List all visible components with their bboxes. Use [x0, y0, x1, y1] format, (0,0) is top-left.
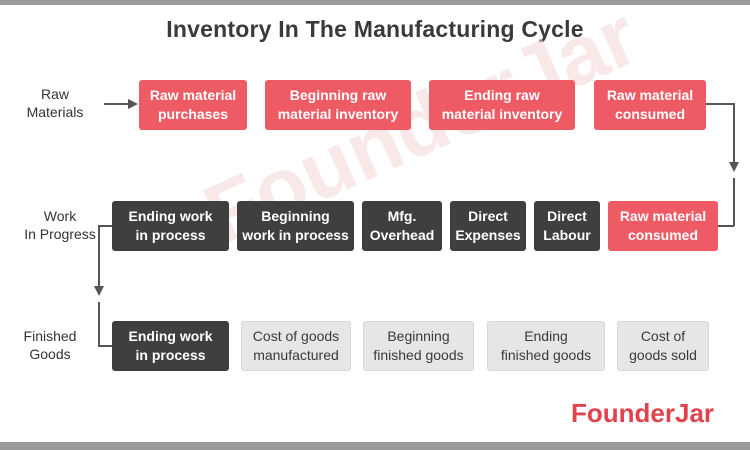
box-mfg-overhead: Mfg. Overhead [362, 201, 442, 251]
row-label-work-in-progress: Work In Progress [24, 208, 96, 242]
row-label-raw-materials: Raw Materials [26, 86, 84, 120]
box-ending-finished-goods: Ending finished goods [487, 321, 605, 371]
diagram-title: Inventory In The Manufacturing Cycle [166, 16, 584, 42]
box-direct-expenses: Direct Expenses [450, 201, 526, 251]
top-border [0, 0, 750, 5]
box-beginning-finished-goods: Beginning finished goods [363, 321, 474, 371]
bottom-border [0, 442, 750, 450]
box-beginning-raw-material-inventory: Beginning raw material inventory [265, 80, 411, 130]
row-label-finished-goods: Finished Goods [23, 328, 77, 362]
box-raw-material-consumed: Raw material consumed [594, 80, 706, 130]
arrow-wip-to-finished [94, 225, 112, 296]
arrow-raw-to-wip [706, 103, 739, 172]
box-raw-material-purchases: Raw material purchases [139, 80, 247, 130]
box-beginning-work-in-process: Beginning work in process [237, 201, 354, 251]
box-ending-work-in-process: Ending work in process [112, 201, 229, 251]
brand-logo: FounderJar [571, 398, 715, 428]
box-direct-labour: Direct Labour [534, 201, 600, 251]
box-finished-ending-work-in-process: Ending work in process [112, 321, 229, 371]
box-cost-of-goods-sold: Cost of goods sold [617, 321, 709, 371]
connector-into-finished-ending-wip [98, 302, 112, 347]
box-cost-of-goods-manufactured: Cost of goods manufactured [241, 321, 351, 371]
box-wip-raw-material-consumed: Raw material consumed [608, 201, 718, 251]
box-ending-raw-material-inventory: Ending raw material inventory [429, 80, 575, 130]
